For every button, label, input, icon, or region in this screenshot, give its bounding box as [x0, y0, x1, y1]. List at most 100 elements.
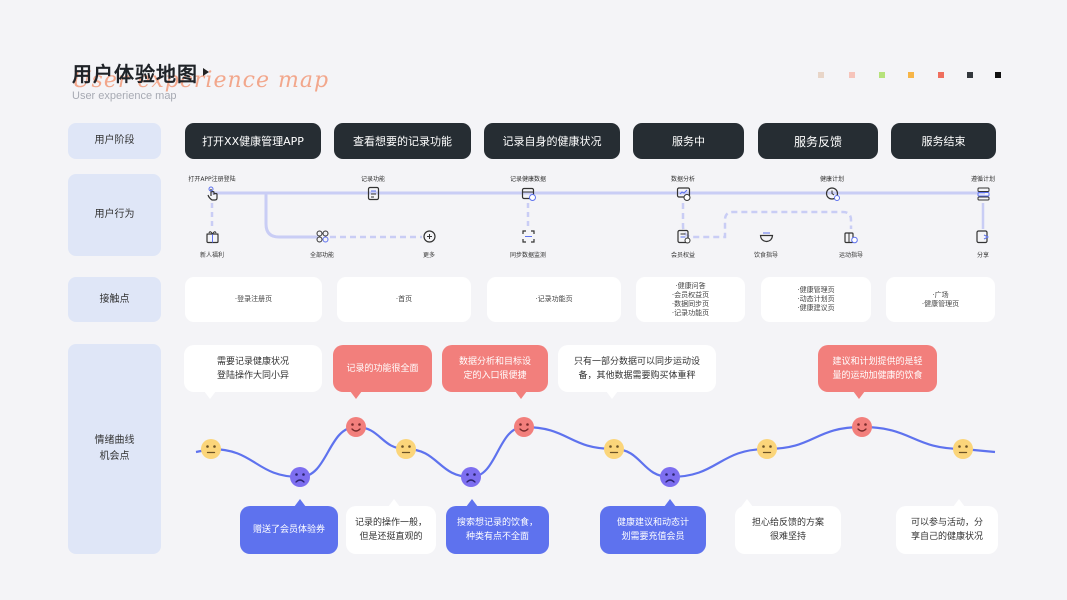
touchpoint-item: ·健康问答	[675, 281, 706, 290]
action-label: 全部功能	[309, 252, 335, 259]
action-label: 运动指导	[838, 252, 864, 259]
share-icon	[976, 230, 990, 244]
list-icon	[977, 187, 990, 201]
touchpoint-item: ·健康建议页	[797, 304, 835, 312]
action-label: 健康计划	[819, 176, 845, 183]
row-label-stage: 用户阶段	[68, 123, 161, 159]
palette-swatch	[967, 72, 973, 78]
action-label: 遵循计划	[970, 176, 996, 183]
emotion-face-neutral	[953, 439, 973, 459]
insight-bubble-bottom-6: 可以参与活动，分 享自己的健康状况	[896, 506, 998, 554]
touchpoint-card-6: ·广场 ·健康管理页	[886, 277, 995, 322]
touchpoint-item: ·会员权益页	[671, 290, 710, 299]
bowl-icon	[759, 232, 774, 243]
emotion-face-happy	[852, 417, 872, 437]
page-subtitle: User experience map	[72, 90, 177, 102]
bubble-tail	[741, 499, 753, 507]
row-label-emotion: 情绪曲线 机会点	[68, 344, 161, 554]
page-title: 用户体验地图	[72, 62, 198, 86]
touchpoint-card-4: ·健康问答 ·会员权益页 ·数据同步页 ·记录功能页	[636, 277, 745, 322]
insight-bubble-top-5: 建议和计划提供的是轻 量的运动加健康的饮食	[818, 345, 937, 392]
action-label: 数据分析	[670, 176, 696, 183]
action-label: 记录健康数据	[509, 176, 547, 183]
action-label: 分享	[976, 252, 990, 259]
emotion-face-neutral	[396, 439, 416, 459]
palette-swatch	[849, 72, 855, 78]
touchpoint-item: ·首页	[395, 295, 413, 303]
stage-5: 服务反馈	[758, 123, 878, 159]
emotion-face-sad	[290, 467, 310, 487]
bubble-tail	[350, 391, 362, 399]
bubble-tail	[606, 391, 618, 399]
palette-swatch	[938, 72, 944, 78]
insight-bubble-bottom-3: 搜索想记录的饮食， 种类有点不全面	[446, 506, 549, 554]
touchpoint-item: ·数据同步页	[671, 299, 710, 308]
touchpoint-item: ·记录功能页	[671, 308, 710, 317]
insight-bubble-bottom-2: 记录的操作一般， 但是还挺直观的	[346, 506, 436, 554]
apps-icon	[316, 230, 329, 243]
insight-bubble-top-2: 记录的功能很全面	[333, 345, 432, 392]
palette-swatch	[818, 72, 824, 78]
bubble-tail	[388, 499, 400, 507]
touchpoint-card-2: ·首页	[337, 277, 471, 322]
bubble-tail	[515, 391, 527, 399]
emotion-face-happy	[346, 417, 366, 437]
stage-4: 服务中	[633, 123, 744, 159]
emotion-face-sad	[461, 467, 481, 487]
emotion-face-neutral	[757, 439, 777, 459]
sport-icon	[844, 232, 858, 244]
touchpoint-item: ·记录功能页	[535, 295, 573, 303]
palette-swatch	[879, 72, 885, 78]
insight-bubble-bottom-5: 担心给反馈的方案 很难坚持	[735, 506, 841, 554]
insight-bubble-top-4: 只有一部分数据可以同步运动设 备，其他数据需要购买体重秤	[558, 345, 716, 392]
touchpoint-item: ·登录注册页	[234, 295, 273, 303]
action-label: 打开APP注册登陆	[188, 176, 236, 183]
tap-icon	[207, 186, 218, 201]
play-icon	[203, 68, 209, 76]
action-label: 饮食指导	[753, 252, 779, 259]
bubble-tail	[853, 391, 865, 399]
stage-1: 打开XX健康管理APP	[185, 123, 321, 159]
insight-bubble-bottom-1: 赠送了会员体验券	[240, 506, 338, 554]
stage-2: 查看想要的记录功能	[334, 123, 471, 159]
touchpoint-item: ·广场	[932, 290, 949, 299]
insight-bubble-bottom-4: 健康建议和动态计 划需要充值会员	[600, 506, 706, 554]
row-label-behavior: 用户行为	[68, 174, 161, 256]
action-label: 同步数据监测	[509, 252, 547, 259]
action-label: 新人福利	[199, 252, 225, 259]
action-label: 会员权益	[670, 252, 696, 259]
bubble-tail	[953, 499, 965, 507]
gift-icon	[206, 231, 219, 244]
action-label: 记录功能	[360, 176, 386, 183]
calendar-icon	[521, 187, 536, 201]
bubble-tail	[294, 499, 306, 507]
analytics-icon	[676, 187, 691, 201]
touchpoint-card-1: ·登录注册页	[185, 277, 322, 322]
bubble-tail	[204, 391, 216, 399]
palette-swatch	[995, 72, 1001, 78]
touchpoint-item: ·健康管理页	[921, 299, 960, 308]
emotion-face-neutral	[201, 439, 221, 459]
touchpoint-card-5: ·健康管理页 ·动态计划页 ·健康建议页	[761, 277, 871, 322]
scan-icon	[522, 230, 535, 243]
emotion-face-sad	[660, 467, 680, 487]
bubble-tail	[664, 499, 676, 507]
title-decoration: User experience map	[72, 68, 330, 93]
plus-circle-icon	[423, 230, 436, 243]
clock-icon	[825, 187, 840, 201]
row-label-touchpoint: 接触点	[68, 277, 161, 322]
palette-swatch	[908, 72, 914, 78]
document-icon	[367, 186, 380, 201]
touchpoint-item: ·健康管理页	[797, 286, 835, 294]
stage-3: 记录自身的健康状况	[484, 123, 620, 159]
bubble-tail	[466, 499, 478, 507]
emotion-face-neutral	[604, 439, 624, 459]
insight-bubble-top-3: 数据分析和目标设 定的入口很便捷	[442, 345, 548, 392]
touchpoint-item: ·动态计划页	[797, 295, 835, 303]
touchpoint-card-3: ·记录功能页	[487, 277, 621, 322]
insight-bubble-top-1: 需要记录健康状况 登陆操作大同小异	[184, 345, 322, 392]
action-label: 更多	[422, 252, 436, 259]
stage-6: 服务结束	[891, 123, 996, 159]
